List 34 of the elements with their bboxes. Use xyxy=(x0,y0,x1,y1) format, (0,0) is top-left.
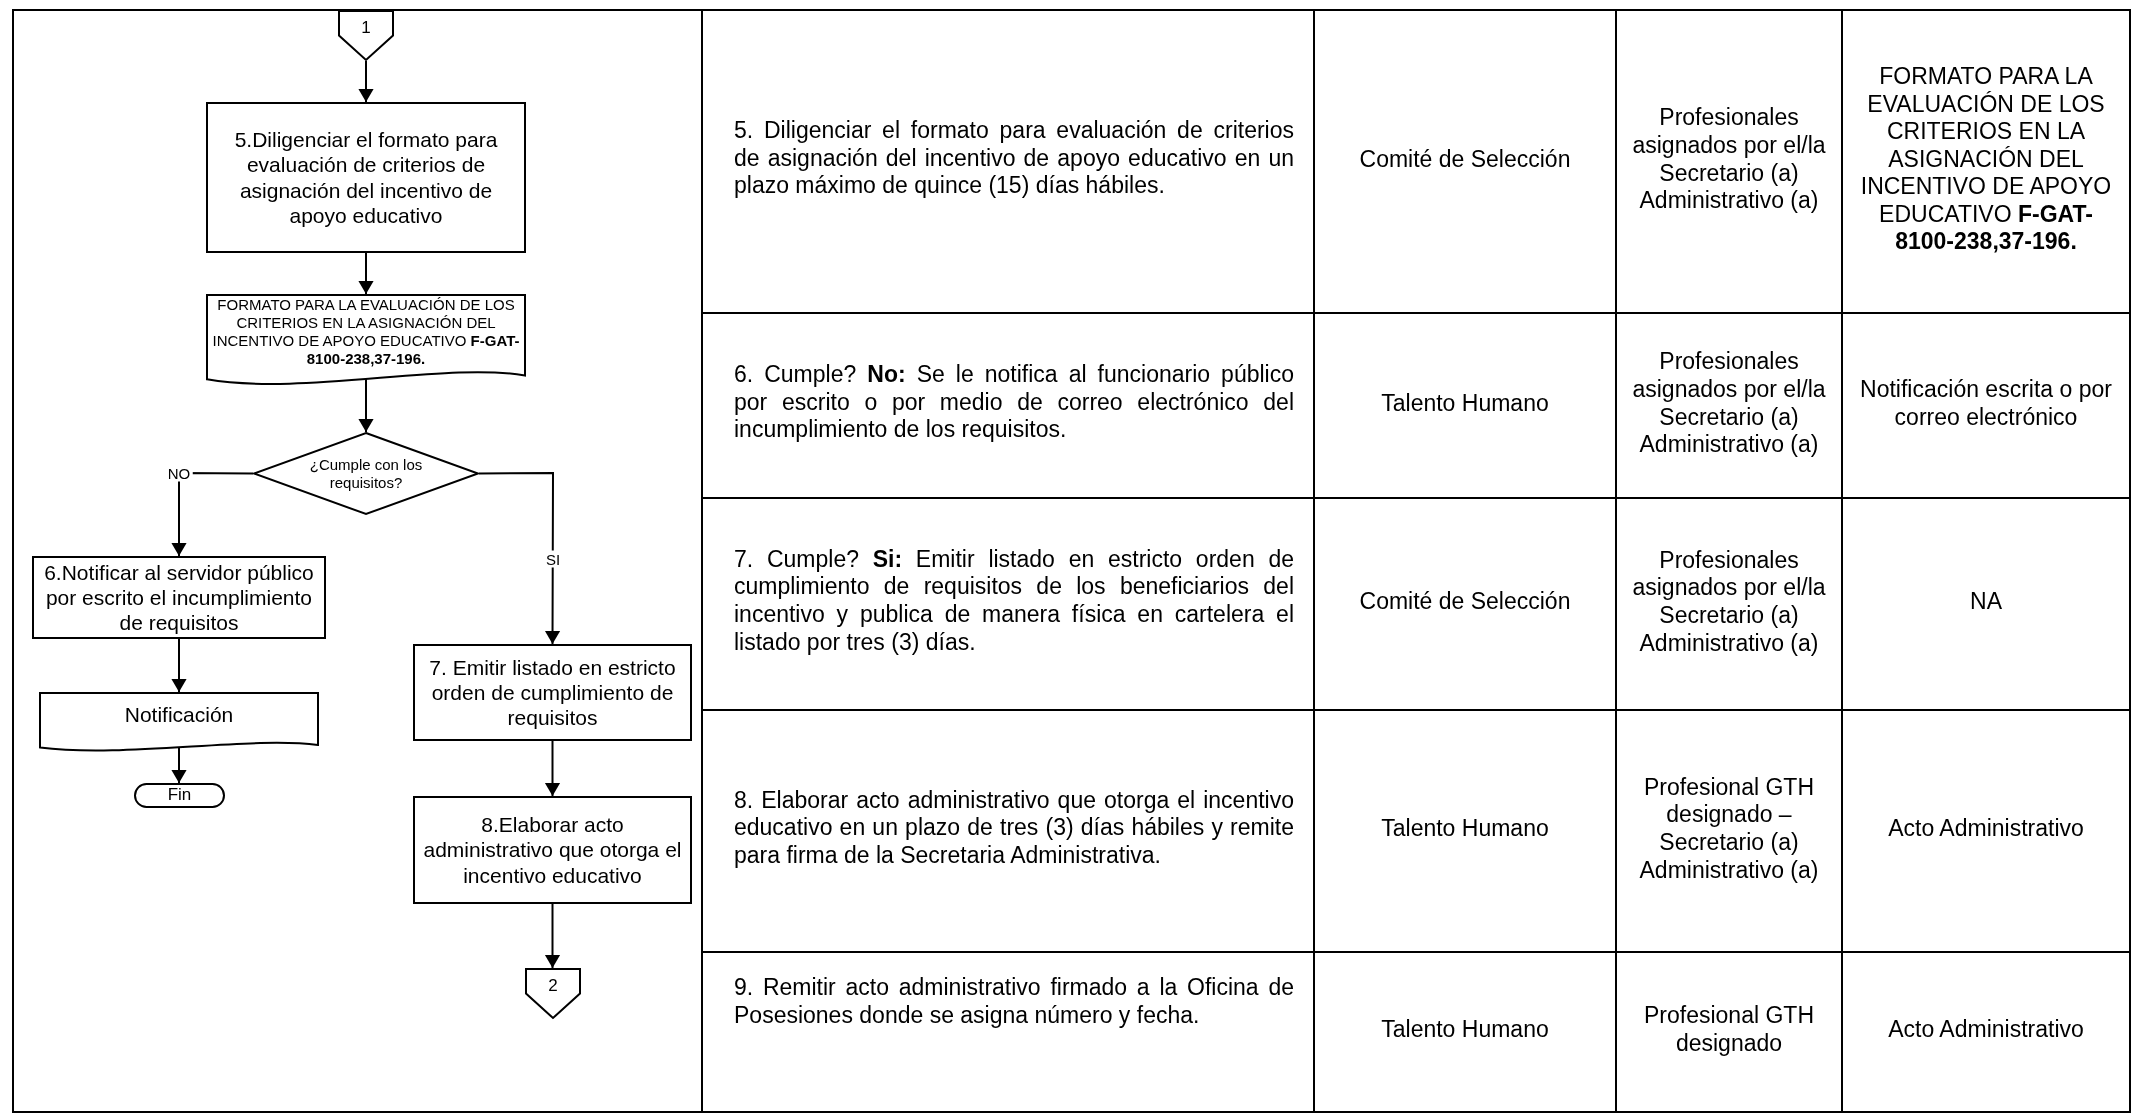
table-cell-text: Talento Humano xyxy=(1381,815,1549,843)
table-cell-text: FORMATO PARA LA EVALUACIÓN DE LOS CRITERIOS EN LA ASIGNACIÓN DEL INCENTIVO DE APOYO EDUCATIVO F-GAT-8100-238,37-196. xyxy=(1859,62,2113,257)
arrow xyxy=(358,252,374,295)
arrow xyxy=(478,472,561,645)
table-cell-text: Notificación escrita o por correo electrónico xyxy=(1859,375,2113,432)
activity-description: 9. Remitir acto administrativo firmado a la Oficina de Posesiones donde se asigna número y fecha. xyxy=(734,974,1294,1030)
activity-description: 7. Cumple? Si: Emitir listado en estricto orden de cumplimiento de requisitos de los beneficiarios del incentivo y publica de manera física en cartelera el listado por tres (3) días. xyxy=(734,545,1294,657)
terminator-shape: Fin xyxy=(134,783,225,808)
table-cell-text: Comité de Selección xyxy=(1359,588,1571,616)
process-box: 6.Notificar al servidor público por escrito el incumplimiento de requisitos xyxy=(32,556,326,639)
table-cell-text: NA xyxy=(1970,588,2002,616)
table-cell-text: Profesionales asignados por el/la Secretario (a) Administrativo (a) xyxy=(1632,348,1826,459)
decision-diamond: ¿Cumple con los requisitos? xyxy=(253,432,479,515)
table-cell-text: Profesional GTH designado xyxy=(1643,1002,1815,1058)
arrow xyxy=(544,903,561,969)
process-box: 7. Emitir listado en estricto orden de cumplimiento de requisitos xyxy=(413,644,692,741)
arrow xyxy=(358,60,374,103)
activity-description: 5. Diligenciar el formato para evaluación de criterios de asignación del incentivo de apoyo educativo en un plazo máximo de quince (15) días hábiles. xyxy=(734,117,1294,200)
process-box: 8.Elaborar acto administrativo que otorga el incentivo educativo xyxy=(413,796,692,904)
arrow xyxy=(171,638,187,693)
table-cell-text: Comité de Selección xyxy=(1359,145,1571,174)
table-cell-text: Profesionales asignados por el/la Secretario (a) Administrativo (a) xyxy=(1632,104,1826,215)
activity-description: 8. Elaborar acto administrativo que otorga el incentivo educativo en un plazo de tres (3) días hábiles y remite para firma de la Secretaria Administrativa. xyxy=(734,786,1294,870)
table-cell-text: Talento Humano xyxy=(1381,389,1549,418)
activity-description: 6. Cumple? No: Se le notifica al funcionario público por escrito o por medio de correo electrónico del incumplimiento de los requisitos. xyxy=(734,361,1294,444)
off-page-connector: 1 xyxy=(338,10,394,61)
table-cell-text: Profesional GTH designado – Secretario (a) Administrativo (a) xyxy=(1638,773,1820,885)
table-cell-text: Talento Humano xyxy=(1381,1016,1549,1044)
table-cell-text: Profesionales asignados por el/la Secretario (a) Administrativo (a) xyxy=(1632,546,1826,658)
off-page-connector: 2 xyxy=(525,968,581,1019)
arrow xyxy=(544,740,561,797)
table-cell-text: Acto Administrativo xyxy=(1888,815,2084,843)
table-cell-text: Acto Administrativo xyxy=(1888,1016,2084,1044)
process-box: 5.Diligenciar el formato para evaluación de criterios de asignación del incentivo de apoyo educativo xyxy=(206,102,526,253)
